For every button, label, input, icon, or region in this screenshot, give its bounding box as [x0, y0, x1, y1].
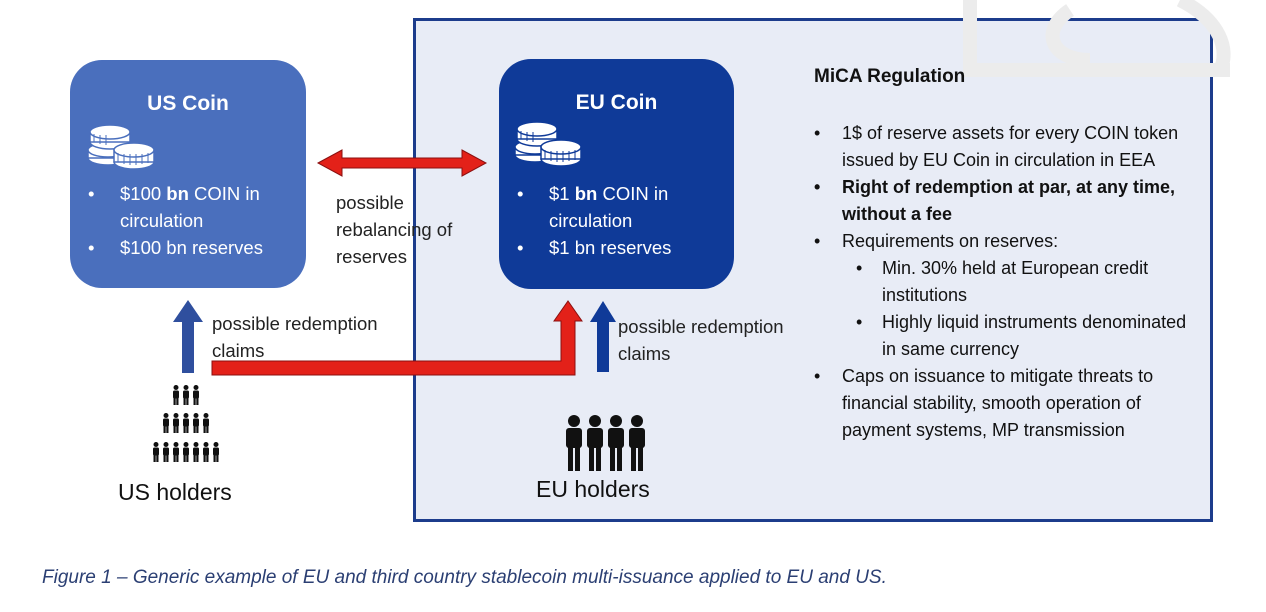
mica-subitem-credit-institutions: Min. 30% held at European credit institu…: [812, 255, 1202, 309]
eu-coin-box: EU Coin $1 bn COIN in circulation $1 bn …: [499, 59, 734, 289]
us-holders-label: US holders: [118, 479, 232, 505]
eu-redemption-label: possible redemption claims: [618, 316, 784, 364]
mica-title: MiCA Regulation: [814, 66, 966, 87]
eu-coin-title: EU Coin: [575, 91, 658, 114]
us-coin-title: US Coin: [147, 92, 229, 115]
up-arrow-icon: [173, 300, 203, 373]
us-coin-bullet-circulation: $100 bn COIN in circulation: [84, 180, 298, 234]
coin-stack-icon: [87, 124, 155, 170]
mica-item-issuance-caps: Caps on issuance to mitigate threats to …: [812, 363, 1202, 444]
double-arrow-icon: [316, 149, 488, 177]
mica-list: 1$ of reserve assets for every COIN toke…: [812, 120, 1202, 444]
eu-coin-bullet-circulation: $1 bn COIN in circulation: [513, 180, 726, 234]
redemption-elbow-arrow-icon: [211, 300, 583, 376]
mica-subitem-liquid-instruments: Highly liquid instruments denominated in…: [812, 309, 1202, 363]
rebalancing-label: possible rebalancing of reserves: [336, 192, 453, 267]
watermark-icon: [963, 0, 1231, 77]
people-group-icon: [153, 385, 219, 462]
mica-item-reserve-assets: 1$ of reserve assets for every COIN toke…: [812, 120, 1202, 174]
us-coin-bullets: $100 bn COIN in circulation $100 bn rese…: [84, 180, 298, 261]
up-arrow-icon: [590, 301, 616, 372]
us-redemption-label: possible redemption claims: [212, 313, 378, 361]
eu-coin-bullets: $1 bn COIN in circulation $1 bn reserves: [513, 180, 726, 261]
us-coin-box: US Coin $100 bn COIN in circulation $100…: [70, 60, 306, 288]
eu-holders-label: EU holders: [536, 476, 650, 502]
figure-caption: Figure 1 – Generic example of EU and thi…: [42, 567, 887, 588]
eu-coin-bullet-reserves: $1 bn reserves: [513, 234, 726, 261]
people-group-icon: [566, 415, 645, 471]
mica-item-requirements: Requirements on reserves:: [812, 228, 1202, 255]
mica-item-redemption-right: Right of redemption at par, at any time,…: [812, 174, 1202, 228]
us-coin-bullet-reserves: $100 bn reserves: [84, 234, 298, 261]
coin-stack-icon: [514, 121, 582, 167]
